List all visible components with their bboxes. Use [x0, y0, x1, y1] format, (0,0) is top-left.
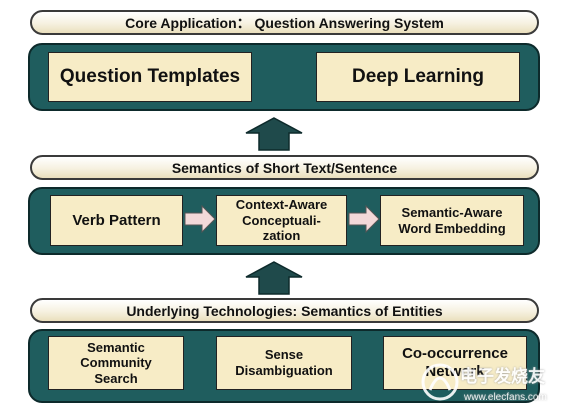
short-text-semantics-header: Semantics of Short Text/Sentence — [30, 155, 539, 180]
core-application-header-text: Core Application： Question Answering Sys… — [125, 14, 444, 31]
context-aware-conceptualization-box: Context-Aware Conceptuali- zation — [216, 195, 347, 246]
sense-disambiguation-label: Sense Disambiguation — [235, 347, 333, 378]
watermark-url: www.elecfans.com — [464, 392, 547, 403]
semantic-community-search-box: Semantic Community Search — [48, 336, 184, 390]
entity-semantics-header-text: Underlying Technologies: Semantics of En… — [126, 302, 443, 319]
co-occurrence-network-label: Co-occurrence Network — [402, 345, 508, 380]
watermark-text: 电子发烧友 — [460, 367, 545, 386]
verb-pattern-box: Verb Pattern — [50, 195, 183, 246]
verb-pattern-label: Verb Pattern — [72, 211, 161, 229]
right-arrow-icon — [348, 205, 380, 233]
semantic-aware-word-embedding-label: Semantic-Aware Word Embedding — [398, 204, 506, 236]
semantic-aware-word-embedding-box: Semantic-Aware Word Embedding — [380, 195, 524, 246]
deep-learning-label: Deep Learning — [352, 65, 484, 87]
sense-disambiguation-box: Sense Disambiguation — [216, 336, 352, 390]
entity-semantics-header: Underlying Technologies: Semantics of En… — [30, 298, 539, 323]
watermark-logo-icon — [421, 363, 459, 401]
up-arrow-icon — [245, 117, 303, 151]
deep-learning-box: Deep Learning — [316, 52, 520, 102]
short-text-semantics-header-text: Semantics of Short Text/Sentence — [171, 159, 398, 176]
context-aware-conceptualization-label: Context-Aware Conceptuali- zation — [235, 197, 328, 244]
question-templates-label: Question Templates — [59, 65, 241, 87]
co-occurrence-network-box: Co-occurrence Network — [383, 336, 527, 390]
right-arrow-icon — [184, 205, 216, 233]
question-templates-box: Question Templates — [48, 52, 252, 102]
core-application-header: Core Application： Question Answering Sys… — [30, 10, 539, 35]
up-arrow-icon — [245, 261, 303, 295]
semantic-community-search-label: Semantic Community Search — [80, 339, 152, 386]
